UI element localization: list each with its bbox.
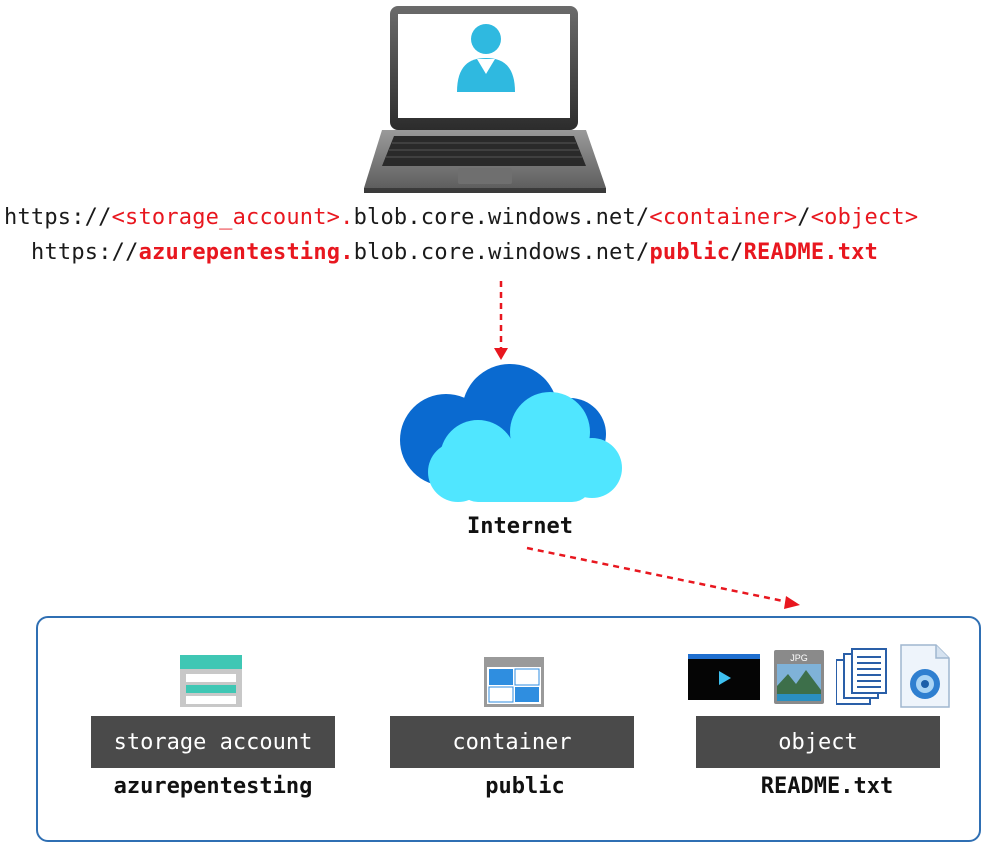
url-example-prefix: https:// <box>31 240 139 265</box>
user-icon <box>457 24 515 92</box>
url-example-domain: blob.core.windows.net/ <box>353 240 650 265</box>
video-icon <box>688 654 760 700</box>
url-template-container: <container> <box>649 205 798 230</box>
container-label: container <box>390 716 634 768</box>
object-label: object <box>696 716 940 768</box>
url-template-object: <object> <box>810 205 919 230</box>
laptop-icon <box>364 6 606 193</box>
url-template-account: <storage_account>. <box>111 205 354 230</box>
arrow-internet-to-object-head <box>784 596 800 609</box>
audio-file-icon <box>900 644 950 708</box>
url-template-prefix: https:// <box>4 205 112 230</box>
storage-account-value: azurepentesting <box>113 774 313 799</box>
cloud-icon <box>400 364 622 502</box>
url-example-object: README.txt <box>743 240 879 265</box>
url-example-account: azurepentesting. <box>138 240 354 265</box>
arrow-url-to-internet-head <box>494 348 508 360</box>
jpg-badge: JPG <box>790 653 808 663</box>
url-example-sep: / <box>730 240 744 265</box>
url-template: https://<storage_account>.blob.core.wind… <box>4 205 918 230</box>
internet-label: Internet <box>467 514 573 539</box>
url-example-container: public <box>649 240 731 265</box>
documents-icon <box>836 648 887 705</box>
jpg-icon: JPG <box>774 650 824 704</box>
storage-account-label: storage account <box>91 716 335 768</box>
storage-account-icon <box>180 655 242 707</box>
container-value: public <box>485 774 565 799</box>
url-example: https://azurepentesting.blob.core.window… <box>31 240 878 265</box>
container-icon <box>484 657 544 707</box>
url-template-domain: blob.core.windows.net/ <box>353 205 650 230</box>
object-value: README.txt <box>760 774 894 799</box>
arrow-internet-to-object <box>526 546 789 604</box>
storage-panel <box>36 616 981 842</box>
url-template-sep: / <box>797 205 811 230</box>
